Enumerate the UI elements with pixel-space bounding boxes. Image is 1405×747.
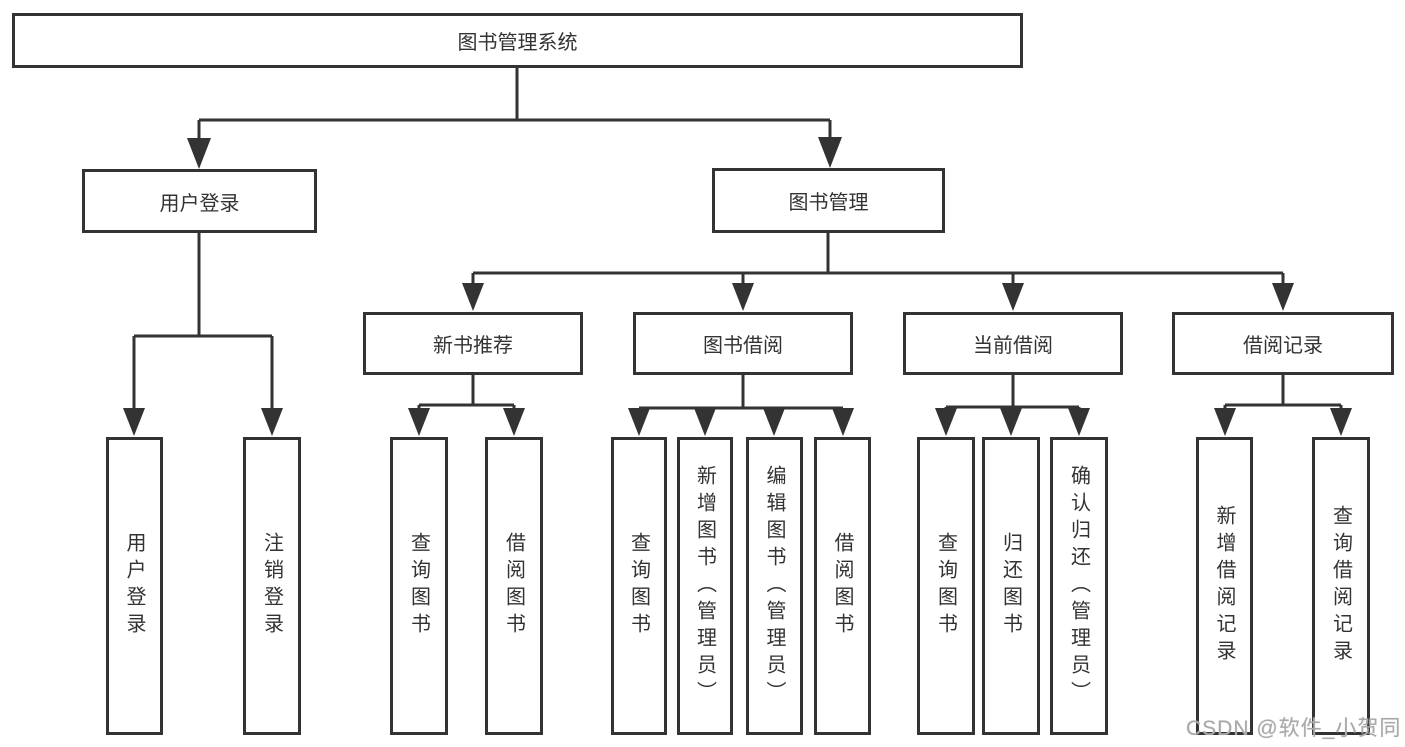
leaf-query-books-2: 查询图书 <box>611 437 667 735</box>
leaf-query-books-1: 查询图书 <box>390 437 448 735</box>
leaf-confirm-return-admin: 确认归还（管理员） <box>1050 437 1108 735</box>
leaf-query-borrow-record: 查询借阅记录 <box>1312 437 1370 735</box>
leaf-add-books-admin: 新增图书（管理员） <box>677 437 733 735</box>
leaf-logout: 注销登录 <box>243 437 301 735</box>
leaf-return-books: 归还图书 <box>982 437 1040 735</box>
leaf-add-borrow-record: 新增借阅记录 <box>1196 437 1253 735</box>
csdn-watermark: CSDN @软件_小贺同学 <box>1186 717 1402 740</box>
node-user-login: 用户登录 <box>82 169 317 233</box>
node-borrow-records: 借阅记录 <box>1172 312 1394 375</box>
leaf-user-login: 用户登录 <box>106 437 163 735</box>
leaf-query-books-3: 查询图书 <box>917 437 975 735</box>
node-book-borrow: 图书借阅 <box>633 312 853 375</box>
leaf-borrow-books-1: 借阅图书 <box>485 437 543 735</box>
node-book-management: 图书管理 <box>712 168 945 233</box>
node-root: 图书管理系统 <box>12 13 1023 68</box>
arrowheads <box>123 137 1352 436</box>
leaf-edit-books-admin: 编辑图书（管理员） <box>746 437 803 735</box>
node-current-borrow: 当前借阅 <box>903 312 1123 375</box>
leaf-borrow-books-2: 借阅图书 <box>814 437 871 735</box>
node-new-book-recommend: 新书推荐 <box>363 312 583 375</box>
